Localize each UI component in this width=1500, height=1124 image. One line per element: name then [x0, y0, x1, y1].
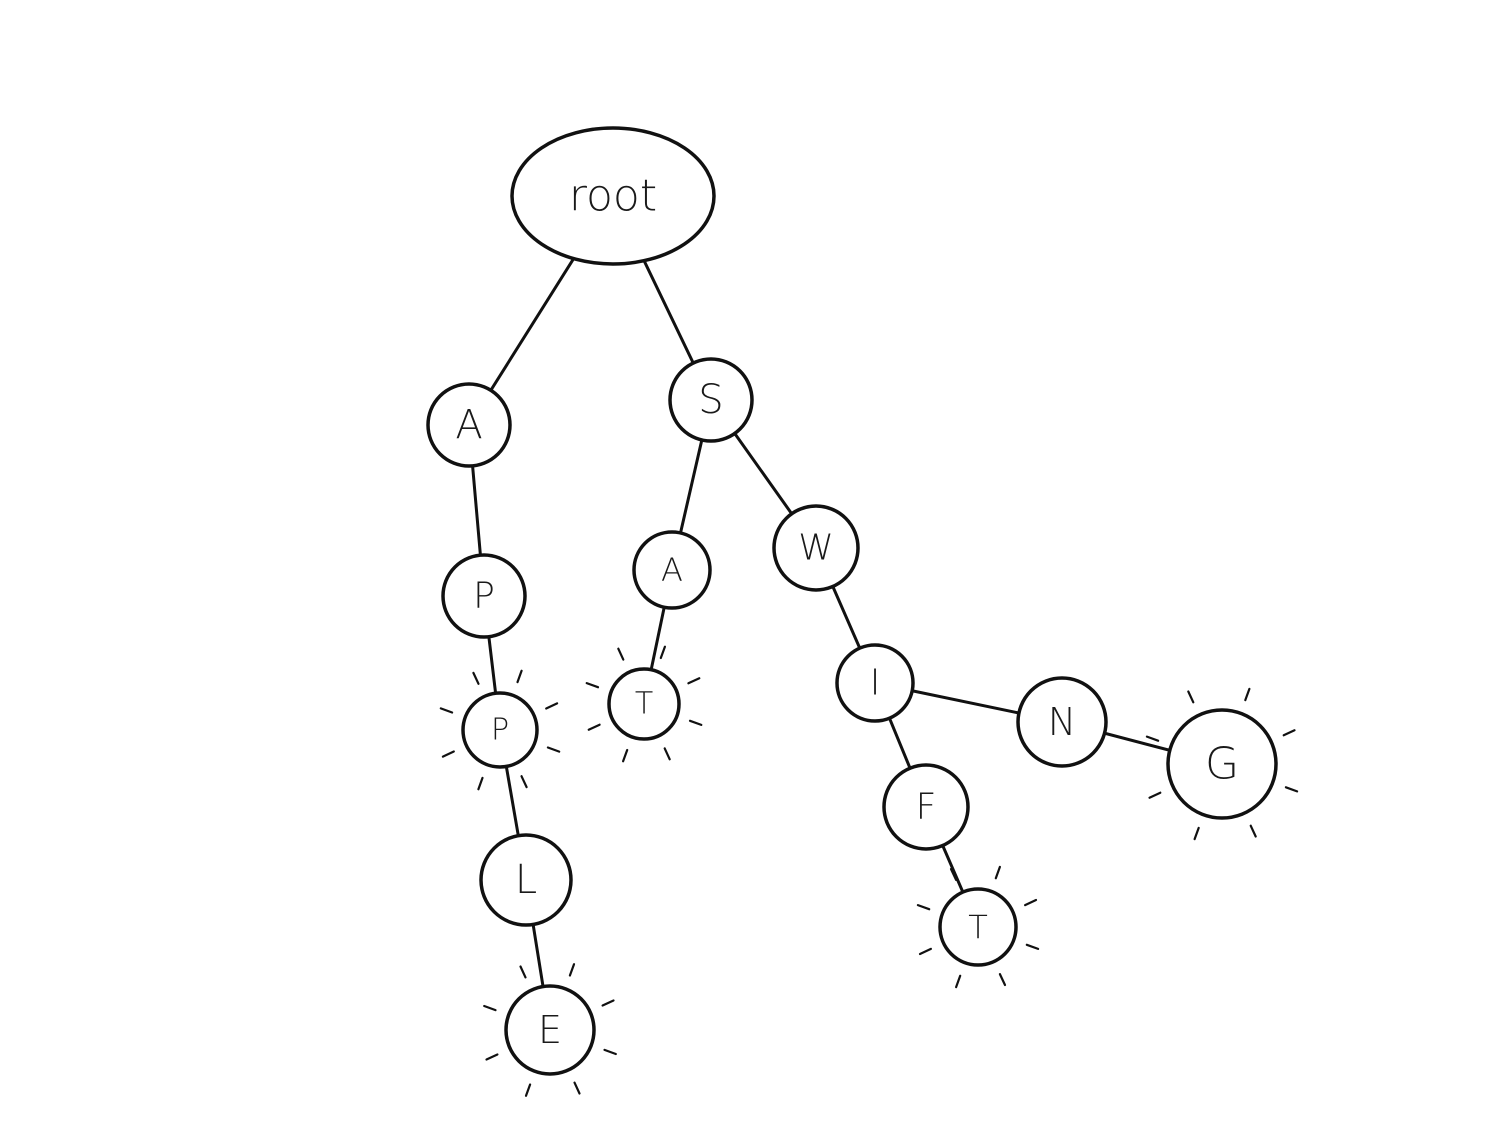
node-label: E — [538, 1008, 562, 1052]
glow-tick — [546, 746, 561, 753]
node-circle — [479, 833, 573, 927]
node-label: P — [473, 576, 495, 617]
node-circle — [835, 643, 915, 723]
glow-tick — [1187, 690, 1195, 704]
glow-tick — [603, 1048, 617, 1056]
end-of-word-marker-t1 — [585, 645, 703, 763]
glow-tick — [1148, 791, 1162, 799]
glow-tick — [472, 671, 480, 685]
glow-tick — [1282, 729, 1296, 737]
node-label: root — [569, 171, 657, 222]
glow-tick — [1023, 898, 1038, 907]
node-e1: E — [504, 984, 596, 1076]
node-label: W — [798, 528, 834, 569]
node-circle — [1166, 708, 1278, 820]
node-s1: S — [668, 357, 754, 443]
node-circle — [938, 887, 1018, 967]
glow-tick — [954, 974, 962, 989]
glow-tick — [568, 963, 576, 977]
node-t2: T — [938, 887, 1018, 967]
node-label: G — [1205, 739, 1239, 790]
glow-tick — [441, 750, 455, 758]
node-i1: I — [835, 643, 915, 723]
glow-tick — [1284, 786, 1299, 793]
edges-layer — [467, 194, 1224, 1032]
glow-tick — [949, 867, 958, 882]
glow-tick — [516, 669, 523, 684]
node-circle — [772, 504, 860, 592]
glow-tick — [1244, 687, 1251, 702]
node-circle — [510, 126, 716, 266]
glow-tick — [621, 748, 629, 763]
glow-tick — [617, 647, 625, 661]
glow-tick — [585, 681, 600, 689]
node-label: I — [870, 663, 881, 704]
node-w1: W — [772, 504, 860, 592]
glow-tick — [524, 1083, 532, 1097]
glow-tick — [483, 1004, 497, 1012]
end-of-word-marker-g1 — [1145, 687, 1299, 841]
node-a1: A — [426, 382, 512, 468]
end-of-word-marker-p2 — [439, 669, 561, 791]
node-label: P — [491, 713, 509, 748]
glow-tick — [485, 1053, 499, 1061]
node-circle — [441, 553, 527, 639]
node-label: F — [916, 787, 937, 828]
glow-tick — [688, 719, 703, 727]
glow-tick — [918, 947, 933, 956]
glow-tick — [1025, 943, 1040, 951]
glow-tick — [520, 775, 528, 789]
glow-tick — [587, 723, 601, 731]
node-t1: T — [607, 667, 681, 741]
end-of-word-marker-e1 — [483, 963, 617, 1097]
glow-tick — [1193, 826, 1200, 841]
glow-tick — [573, 1081, 581, 1095]
node-label: A — [661, 551, 683, 589]
node-n1: N — [1016, 676, 1108, 768]
glow-tick — [477, 776, 484, 791]
glow-tick — [994, 865, 1002, 880]
node-l1: L — [479, 833, 573, 927]
glow-tick — [663, 747, 671, 761]
node-circle — [632, 530, 712, 610]
end-of-word-marker-t2 — [916, 865, 1040, 989]
node-label: L — [515, 857, 537, 903]
node-label: T — [635, 687, 653, 722]
node-circle — [882, 763, 970, 851]
node-circle — [607, 667, 681, 741]
glow-tick — [659, 645, 667, 660]
node-circle — [504, 984, 596, 1076]
glow-tick — [1145, 735, 1160, 742]
node-label: T — [968, 908, 988, 946]
glow-tick — [687, 677, 701, 685]
glow-tick — [998, 972, 1007, 987]
node-p2: P — [461, 691, 539, 769]
node-f1: F — [882, 763, 970, 851]
node-label: A — [455, 402, 482, 448]
node-label: N — [1048, 700, 1076, 744]
glow-tick — [1249, 824, 1257, 838]
glow-tick — [519, 965, 527, 979]
node-circle — [668, 357, 754, 443]
glow-tick — [545, 702, 559, 710]
glow-tick — [601, 999, 615, 1007]
node-p1: P — [441, 553, 527, 639]
glow-tick — [916, 903, 931, 911]
node-root: root — [510, 126, 716, 266]
glow-tick — [439, 707, 454, 714]
node-circle — [461, 691, 539, 769]
node-circle — [426, 382, 512, 468]
node-circle — [1016, 676, 1108, 768]
glow-layer — [439, 645, 1299, 1097]
node-g1: G — [1166, 708, 1278, 820]
node-a2: A — [632, 530, 712, 610]
node-label: S — [698, 377, 723, 423]
